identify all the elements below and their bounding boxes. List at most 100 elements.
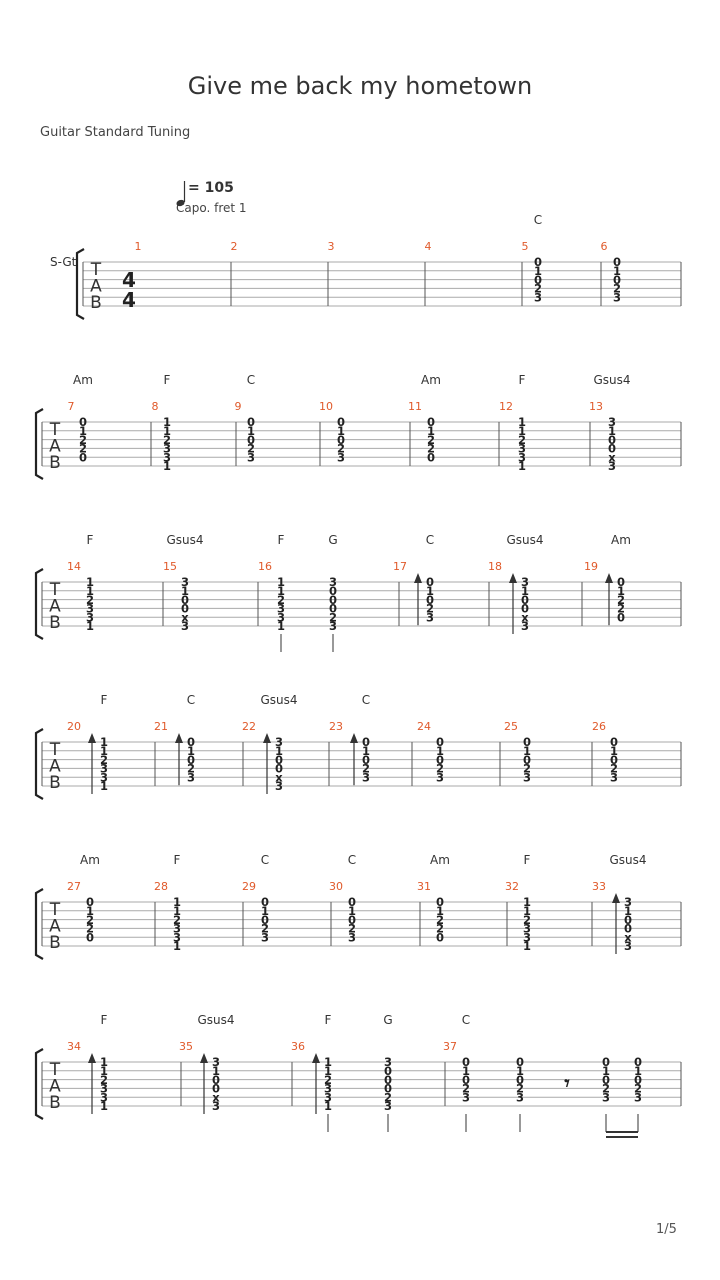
measure-number: 16 [258,560,272,573]
fret-number: 2 [518,433,526,447]
fret-number: 1 [277,575,285,589]
fret-number: 2 [427,433,435,447]
fret-number: 0 [634,1073,642,1087]
measure-number: 30 [329,880,343,893]
fret-number: 3 [86,610,94,624]
fret-number: 0 [624,922,632,936]
fret-number: 1 [86,619,94,633]
measure-number: 37 [443,1040,457,1053]
fret-number: 0 [261,913,269,927]
strum-arrow-head [605,573,613,583]
time-signature-bottom: 4 [122,288,136,312]
fret-number: 3 [624,939,632,953]
measure-number: 7 [68,400,75,413]
chord-name: Am [430,853,450,867]
chord-name: F [174,853,181,867]
fret-number: 2 [329,610,337,624]
measure-number: 26 [592,720,606,733]
chord-name: Am [611,533,631,547]
fret-number: 1 [100,1055,108,1069]
eighth-rest: 𝄾 [564,1071,570,1095]
fret-number: 1 [181,584,189,598]
fret-number: 3 [516,1090,524,1104]
fret-number: 3 [86,602,94,616]
measure-number: 21 [154,720,168,733]
fret-number: 1 [462,1064,470,1078]
fret-number: 0 [384,1073,392,1087]
fret-number: 3 [602,1090,610,1104]
system-bracket [34,728,44,800]
fret-number: 2 [427,442,435,456]
fret-number: 1 [523,895,531,909]
fret-number: 0 [329,602,337,616]
fret-number: 2 [613,282,621,296]
fret-number: 2 [277,593,285,607]
fret-number: 2 [324,1073,332,1087]
fret-number: 0 [602,1073,610,1087]
page-number: 1/5 [656,1222,677,1237]
fret-number: 3 [523,922,531,936]
fret-number: 2 [348,922,356,936]
measure-number: 14 [67,560,81,573]
fret-number: 1 [516,1064,524,1078]
fret-number: 1 [521,584,529,598]
measure-number: 4 [425,240,432,253]
fret-number: 3 [534,290,542,304]
fret-number: 0 [348,913,356,927]
fret-number: 0 [462,1055,470,1069]
fret-number: 0 [384,1064,392,1078]
fret-number: 0 [79,450,87,464]
fret-number: 3 [173,922,181,936]
fret-number: 1 [173,904,181,918]
fret-number: 1 [261,904,269,918]
tab-clef-letter: T [49,580,61,600]
fret-number: 0 [521,602,529,616]
tab-clef-letter: T [90,260,102,280]
chord-name: F [524,853,531,867]
chord-name: G [383,1013,392,1027]
fret-number: 1 [608,424,616,438]
fret-number: 2 [100,753,108,767]
fret-number: 1 [163,424,171,438]
chord-name: Gsus4 [609,853,646,867]
fret-number: 1 [86,575,94,589]
fret-number: 1 [163,415,171,429]
fret-number: x [624,930,632,944]
fret-number: 3 [348,930,356,944]
fret-number: 1 [247,424,255,438]
strum-arrow-head [263,733,271,743]
fret-number: 1 [275,744,283,758]
strum-arrow-head [350,733,358,743]
chord-name: C [534,213,542,227]
fret-number: 3 [187,770,195,784]
fret-number: 3 [610,770,618,784]
fret-number: 3 [275,779,283,793]
fret-number: 3 [212,1099,220,1113]
fret-number: 3 [100,762,108,776]
fret-number: 0 [523,753,531,767]
measure-number: 13 [589,400,603,413]
fret-number: 3 [329,575,337,589]
fret-number: 0 [613,255,621,269]
measure-number: 20 [67,720,81,733]
fret-number: 0 [181,593,189,607]
system-bracket [34,408,44,480]
fret-number: 0 [275,762,283,776]
tab-clef-letter: A [90,277,102,297]
fret-number: 3 [100,1090,108,1104]
fret-number: 2 [617,593,625,607]
fret-number: 2 [79,433,87,447]
fret-number: 2 [86,913,94,927]
fret-number: 0 [187,735,195,749]
fret-number: 0 [624,913,632,927]
fret-number: 2 [261,922,269,936]
fret-number: 0 [275,753,283,767]
fret-number: 0 [516,1055,524,1069]
fret-number: 1 [79,424,87,438]
fret-number: 1 [613,264,621,278]
measure-number: 24 [417,720,431,733]
fret-number: 0 [521,593,529,607]
tab-clef-letter: T [49,740,61,760]
fret-number: 0 [247,433,255,447]
fret-number: 2 [436,922,444,936]
